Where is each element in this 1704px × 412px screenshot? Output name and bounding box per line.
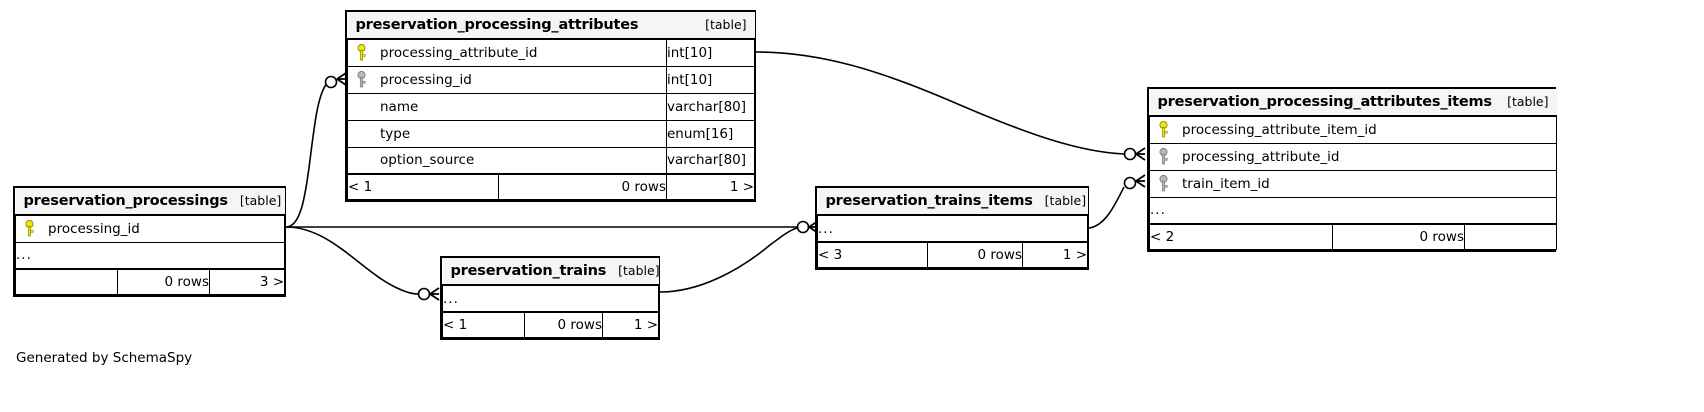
column-type: int[10] bbox=[665, 65, 756, 94]
diagram-caption: Generated by SchemaSpy bbox=[16, 350, 193, 366]
table-title: preservation_processing_attributes bbox=[355, 16, 639, 33]
table-node-preservation-trains[interactable]: preservation_trains [table] ... < 1 0 ro… bbox=[440, 256, 660, 340]
row-count: 0 rows bbox=[1332, 223, 1465, 250]
foreign-key-icon bbox=[348, 71, 374, 88]
table-node-preservation-processing-attributes-items[interactable]: preservation_processing_attributes_items… bbox=[1147, 87, 1557, 252]
table-row[interactable]: option_source varchar[80] bbox=[347, 146, 756, 175]
column-type: enum[16] bbox=[665, 119, 756, 148]
row-count: 0 rows bbox=[524, 311, 603, 338]
parent-relationship-count: < 2 bbox=[1149, 223, 1333, 250]
table-row-ellipsis: ... bbox=[14, 241, 286, 270]
table-type-tag: [table] bbox=[705, 16, 747, 32]
table-row[interactable]: processing_attribute_id bbox=[1149, 142, 1557, 171]
child-relationship-count: 3 > bbox=[208, 268, 286, 295]
primary-key-icon bbox=[1150, 121, 1176, 138]
column-name: processing_id bbox=[48, 220, 140, 237]
child-relationship-count bbox=[1464, 223, 1557, 250]
table-footer-row: < 2 0 rows bbox=[1149, 223, 1557, 250]
column-name: processing_attribute_id bbox=[1182, 148, 1340, 165]
table-row-ellipsis: ... bbox=[1149, 196, 1557, 225]
table-row[interactable]: train_item_id bbox=[1149, 169, 1557, 198]
primary-key-icon bbox=[16, 220, 42, 237]
table-row[interactable]: processing_attribute_item_id bbox=[1149, 115, 1557, 144]
row-count: 0 rows bbox=[498, 173, 667, 200]
row-count: 0 rows bbox=[927, 241, 1023, 268]
table-row[interactable]: name varchar[80] bbox=[347, 92, 756, 121]
child-relationship-count: 1 > bbox=[665, 173, 756, 200]
column-type: varchar[80] bbox=[665, 92, 756, 121]
more-columns-ellipsis: ... bbox=[14, 241, 286, 270]
table-header-row: preservation_trains_items [table] bbox=[817, 188, 1088, 216]
table-node-preservation-trains-items[interactable]: preservation_trains_items [table] ... < … bbox=[815, 186, 1089, 270]
parent-relationship-count: < 3 bbox=[817, 241, 928, 268]
column-name: processing_attribute_item_id bbox=[1182, 121, 1377, 138]
foreign-key-icon bbox=[1150, 175, 1176, 192]
child-relationship-count: 1 > bbox=[601, 311, 660, 338]
table-title: preservation_processings bbox=[23, 192, 229, 209]
table-header-row: preservation_processings [table] bbox=[15, 188, 285, 216]
table-type-tag: [table] bbox=[1044, 192, 1087, 208]
row-count: 0 rows bbox=[117, 268, 210, 295]
column-name: train_item_id bbox=[1182, 175, 1270, 192]
table-type-tag: [table] bbox=[239, 192, 282, 208]
table-header-row: preservation_trains [table] bbox=[442, 258, 660, 286]
table-node-preservation-processing-attributes[interactable]: preservation_processing_attributes [tabl… bbox=[345, 10, 756, 202]
table-header-row: preservation_processing_attributes_items… bbox=[1149, 89, 1557, 117]
table-row[interactable]: processing_id int[10] bbox=[347, 65, 756, 94]
table-row[interactable]: type enum[16] bbox=[347, 119, 756, 148]
table-row[interactable]: processing_id bbox=[14, 214, 286, 243]
column-name: name bbox=[380, 98, 419, 115]
parent-relationship-count: < 1 bbox=[347, 173, 499, 200]
column-type: int[10] bbox=[665, 38, 756, 67]
table-row[interactable]: processing_attribute_id int[10] bbox=[347, 38, 756, 67]
table-footer-row: < 1 0 rows 1 > bbox=[442, 311, 660, 338]
table-title: preservation_trains bbox=[450, 262, 607, 279]
table-type-tag: [table] bbox=[1507, 93, 1549, 109]
more-columns-ellipsis: ... bbox=[816, 214, 1089, 243]
parent-relationship-count bbox=[15, 268, 118, 295]
column-name: option_source bbox=[380, 152, 475, 169]
more-columns-ellipsis: ... bbox=[441, 284, 660, 313]
parent-relationship-count: < 1 bbox=[442, 311, 525, 338]
table-footer-row: < 3 0 rows 1 > bbox=[817, 241, 1089, 268]
table-type-tag: [table] bbox=[618, 262, 660, 278]
table-title: preservation_processing_attributes_items bbox=[1157, 93, 1493, 110]
table-node-preservation-processings[interactable]: preservation_processings [table] bbox=[13, 186, 286, 297]
table-footer-row: 0 rows 3 > bbox=[15, 268, 286, 295]
column-type: varchar[80] bbox=[665, 146, 756, 175]
table-footer-row: < 1 0 rows 1 > bbox=[347, 173, 756, 200]
child-relationship-count: 1 > bbox=[1021, 241, 1089, 268]
column-name: type bbox=[380, 125, 411, 142]
table-row-ellipsis: ... bbox=[441, 284, 660, 313]
primary-key-icon bbox=[348, 44, 374, 61]
foreign-key-icon bbox=[1150, 148, 1176, 165]
more-columns-ellipsis: ... bbox=[1149, 196, 1557, 225]
table-title: preservation_trains_items bbox=[825, 192, 1033, 209]
table-header-row: preservation_processing_attributes [tabl… bbox=[347, 12, 755, 40]
column-name: processing_attribute_id bbox=[380, 44, 538, 61]
table-row-ellipsis: ... bbox=[816, 214, 1089, 243]
column-name: processing_id bbox=[380, 71, 472, 88]
